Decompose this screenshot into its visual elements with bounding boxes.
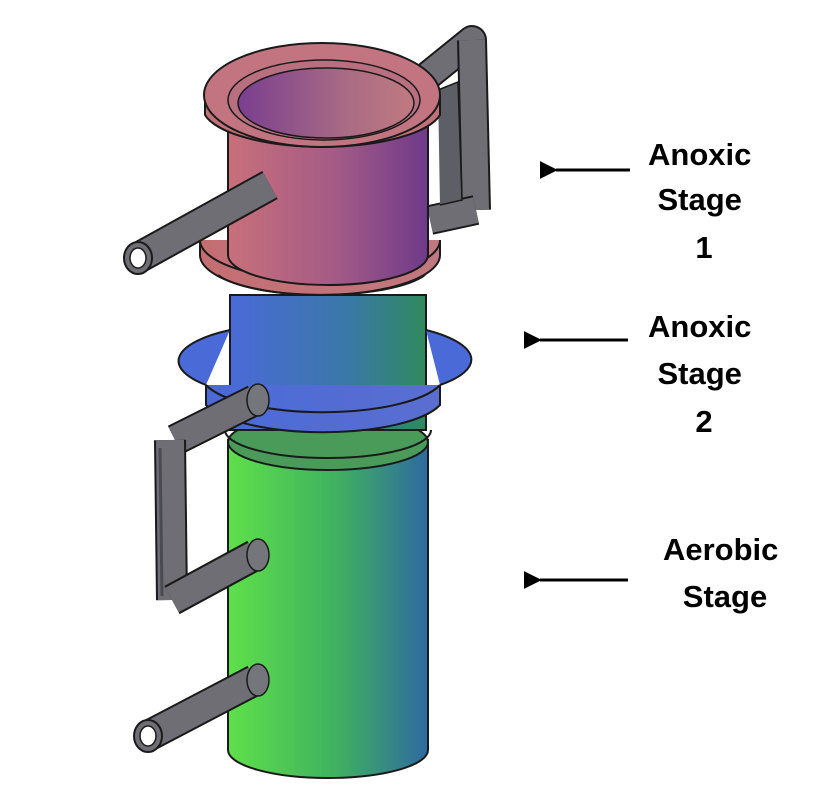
- anoxic-stage-1-tank: [227, 109, 429, 286]
- outlet-pipe: [133, 663, 270, 753]
- label-anoxic-stage-1: Anoxic Stage 1: [648, 137, 760, 265]
- anoxic-stage-1-rim: [203, 42, 441, 148]
- recycle-pipe-lower: [154, 383, 270, 615]
- label-anoxic-stage-2: Anoxic Stage 2: [648, 309, 760, 439]
- aerobic-tank: [227, 413, 429, 779]
- inlet-pipe-stage-1: [123, 170, 278, 275]
- recycle-pipe-upper: [410, 25, 491, 235]
- label-aerobic-stage: Aerobic Stage: [663, 532, 787, 614]
